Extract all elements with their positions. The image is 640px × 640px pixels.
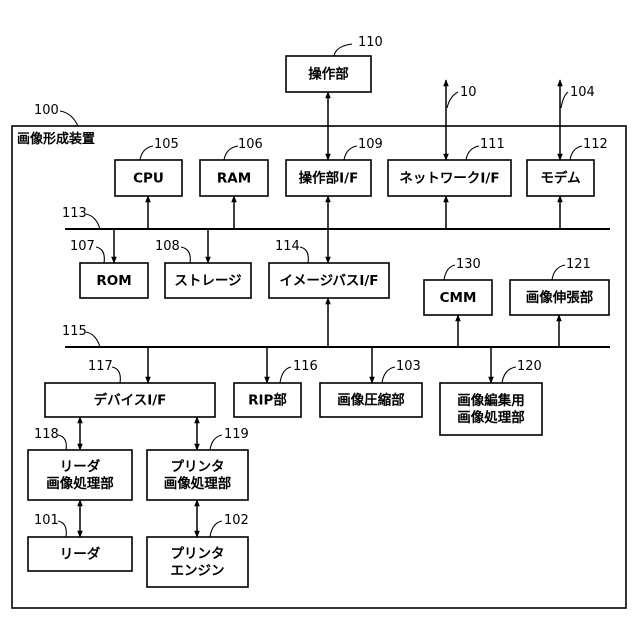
cpu-leader: [140, 146, 153, 160]
net-if-ref: 111: [480, 137, 505, 152]
edit-proc-label: 画像編集用: [457, 392, 525, 409]
reader-proc-ref: 118: [34, 427, 59, 442]
net-if-leader: [466, 146, 479, 160]
compress-ref: 103: [396, 359, 421, 374]
block-rom: ROM 107: [70, 239, 148, 298]
network-leader: [447, 92, 458, 108]
cmm-leader: [444, 265, 455, 280]
ram-ref: 106: [238, 137, 263, 152]
block-printer-engine: プリンタエンジン 102: [147, 513, 249, 587]
op-unit-label: 操作部: [308, 66, 349, 83]
op-unit-leader: [334, 44, 352, 56]
device-if-ref: 117: [88, 359, 113, 374]
block-cpu: CPU 105: [115, 137, 182, 196]
reader-ref: 101: [34, 513, 59, 528]
printer-proc-box: [147, 450, 248, 500]
edit-proc-label: 画像処理部: [457, 409, 525, 426]
upper-bus-leader: [86, 214, 100, 229]
block-ram: RAM 106: [200, 137, 268, 196]
block-net-if: ネットワークI/F 111: [388, 137, 511, 196]
block-decompress: 画像伸張部 121: [510, 257, 609, 315]
block-op-if: 操作部I/F 109: [286, 137, 383, 196]
image-bus-if-label: イメージバスI/F: [279, 273, 378, 289]
block-compress: 画像圧縮部 103: [320, 359, 422, 417]
edit-proc-box: [440, 383, 542, 435]
printer-eng-label: エンジン: [171, 563, 225, 579]
storage-label: ストレージ: [174, 273, 242, 289]
printer-proc-label: 画像処理部: [164, 475, 232, 492]
system-ref: 100: [34, 103, 59, 118]
modem-leader: [570, 146, 582, 160]
compress-label: 画像圧縮部: [337, 392, 405, 409]
decompress-label: 画像伸張部: [526, 289, 594, 306]
block-op-unit: 操作部 110: [286, 35, 383, 92]
reader-label: リーダ: [60, 546, 101, 563]
system-title: 画像形成装置: [17, 131, 95, 147]
decompress-leader: [552, 265, 565, 280]
op-if-leader: [344, 146, 357, 160]
storage-leader: [181, 247, 190, 263]
rom-leader: [96, 247, 104, 263]
image-bus-if-leader: [300, 247, 308, 263]
decompress-ref: 121: [566, 257, 591, 272]
block-image-bus-if: イメージバスI/F 114: [269, 239, 389, 298]
cmm-label: CMM: [440, 290, 477, 306]
storage-ref: 108: [155, 239, 180, 254]
cmm-ref: 130: [456, 257, 481, 272]
block-printer-proc: プリンタ画像処理部 119: [147, 427, 249, 500]
lower-bus-ref: 115: [62, 324, 87, 339]
block-device-if: デバイスI/F 117: [45, 359, 215, 417]
printer-eng-ref: 102: [224, 513, 249, 528]
reader-proc-box: [28, 450, 132, 500]
block-modem: モデム 112: [527, 137, 608, 196]
system-ref-leader: [60, 111, 78, 126]
edit-proc-leader: [502, 367, 516, 383]
net-if-label: ネットワークI/F: [399, 171, 499, 187]
network-ref: 10: [460, 85, 477, 100]
rom-label: ROM: [96, 273, 131, 289]
rip-label: RIP部: [248, 392, 287, 409]
printer-eng-box: [147, 537, 248, 587]
op-if-label: 操作部I/F: [299, 170, 359, 187]
upper-bus-ref: 113: [62, 206, 87, 221]
reader-leader: [58, 521, 66, 537]
op-unit-ref: 110: [358, 35, 383, 50]
edit-proc-ref: 120: [517, 359, 542, 374]
rom-ref: 107: [70, 239, 95, 254]
lower-bus-leader: [86, 332, 100, 347]
block-rip: RIP部 116: [234, 359, 318, 417]
printer-eng-leader: [210, 521, 222, 537]
printer-proc-label: プリンタ: [171, 459, 225, 475]
reader-proc-leader: [58, 435, 66, 450]
modem-label: モデム: [540, 170, 580, 187]
ram-label: RAM: [217, 171, 251, 187]
ram-leader: [224, 146, 238, 160]
block-storage: ストレージ 108: [155, 239, 251, 298]
printer-proc-ref: 119: [224, 427, 249, 442]
cpu-ref: 105: [154, 137, 179, 152]
cpu-label: CPU: [133, 171, 164, 187]
telephone-ref: 104: [570, 85, 595, 100]
telephone-leader: [561, 92, 568, 108]
rip-leader: [280, 367, 291, 383]
reader-proc-label: 画像処理部: [46, 475, 114, 492]
reader-proc-label: リーダ: [60, 458, 101, 475]
device-if-label: デバイスI/F: [94, 392, 167, 409]
printer-eng-label: プリンタ: [171, 546, 225, 562]
modem-ref: 112: [583, 137, 608, 152]
printer-proc-leader: [210, 435, 222, 450]
op-if-ref: 109: [358, 137, 383, 152]
compress-leader: [382, 367, 395, 383]
block-cmm: CMM 130: [424, 257, 492, 315]
device-if-leader: [112, 367, 120, 383]
rip-ref: 116: [293, 359, 318, 374]
image-bus-if-ref: 114: [275, 239, 300, 254]
